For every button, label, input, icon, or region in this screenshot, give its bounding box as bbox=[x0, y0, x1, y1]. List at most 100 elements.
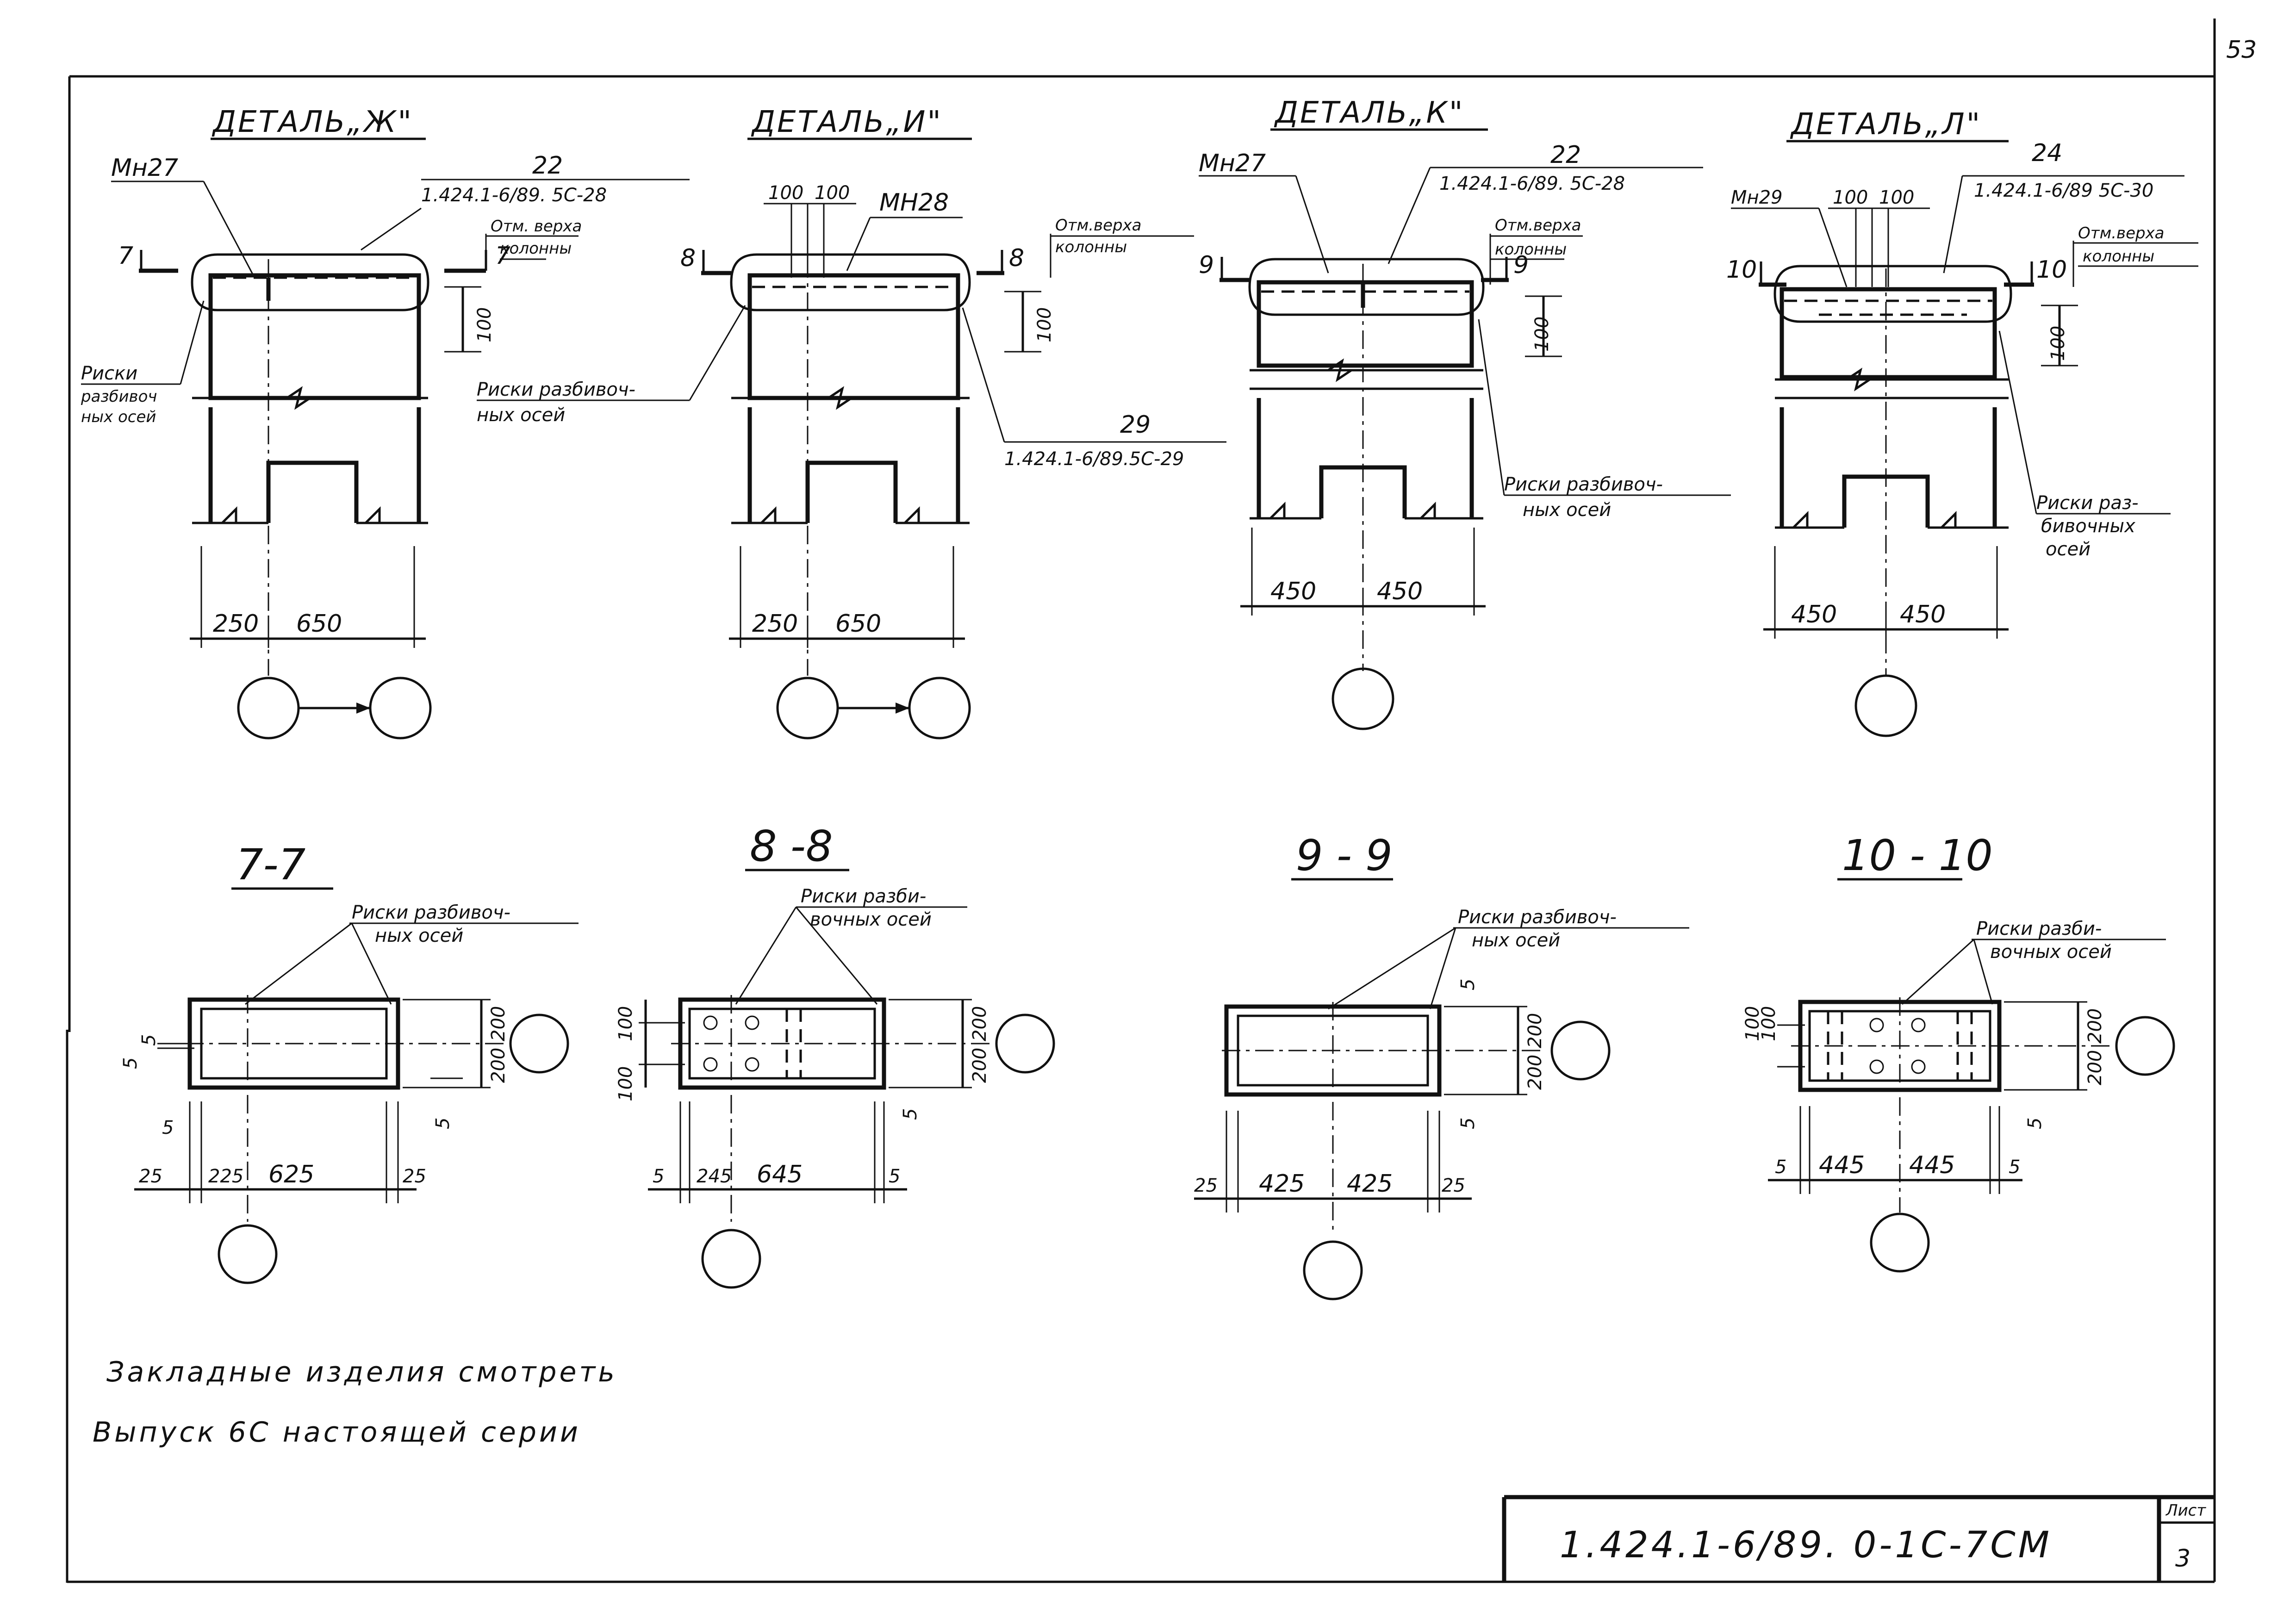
section-7-7: 7-7 Риски разбивоч- ных осей 200 200 5 5… bbox=[120, 840, 579, 1284]
note-line-1: Закладные изделия смотреть bbox=[106, 1356, 617, 1388]
elev-label-1: Отм. верха bbox=[491, 217, 582, 236]
dim-bottom-3: 645 bbox=[757, 1161, 803, 1188]
section-note-1: Риски разбивоч- bbox=[352, 902, 510, 923]
detail-title: ДЕТАЛЬ„К" bbox=[1274, 96, 1464, 130]
cut-mark-right: 10 bbox=[2036, 256, 2067, 284]
ref-code: 1.424.1-6/89. 5С-28 bbox=[1439, 173, 1625, 194]
cut-mark-right: 8 bbox=[1009, 244, 1024, 272]
ref-number: 29 bbox=[1120, 411, 1151, 439]
dim-side-5: 5 bbox=[1457, 1118, 1479, 1129]
axis-note-1: Риски разбивоч- bbox=[1504, 474, 1663, 495]
dim-100: 100 bbox=[2047, 326, 2069, 361]
dim-left-2: 5 bbox=[138, 1034, 160, 1046]
axis-bubble bbox=[776, 677, 839, 740]
elev-label-1: Отм.верха bbox=[1055, 216, 1142, 235]
top-dim-1: 100 bbox=[768, 182, 803, 204]
dim-bottom-1: 250 bbox=[752, 610, 798, 638]
dim-bottom-2: 425 bbox=[1259, 1170, 1305, 1198]
ref-code: 1.424.1-6/89. 5С-28 bbox=[421, 185, 607, 206]
axis-bubble bbox=[2115, 1016, 2175, 1076]
sheet-frame bbox=[66, 19, 2216, 1583]
top-dim-2: 100 bbox=[1879, 187, 1914, 208]
section-title: 10 - 10 bbox=[1842, 831, 1993, 880]
ref-code: 1.424.1-6/89 5С-30 bbox=[1974, 180, 2153, 201]
detail-title: ДЕТАЛЬ„И" bbox=[751, 105, 943, 139]
axis-note-3: осей bbox=[2046, 539, 2091, 560]
section-note-2: ных осей bbox=[1472, 930, 1560, 951]
axis-note-2: ных осей bbox=[477, 404, 565, 426]
dim-100: 100 bbox=[474, 307, 495, 342]
ref-number: 22 bbox=[1550, 141, 1581, 169]
dim-bottom-1: 5 bbox=[1775, 1157, 1786, 1178]
section-note-1: Риски разби- bbox=[1976, 918, 2102, 939]
dim-bottom-2: 650 bbox=[835, 610, 881, 638]
axis-bubble-2 bbox=[1303, 1240, 1363, 1300]
dim-side-5: 5 bbox=[432, 1118, 454, 1129]
section-note-1: Риски разбивоч- bbox=[1458, 907, 1617, 928]
dim-right-1: 200 bbox=[1524, 1013, 1546, 1048]
elev-label-2: колонны bbox=[1055, 238, 1127, 256]
cut-mark-left: 7 bbox=[118, 242, 133, 270]
dim-right-2: 200 bbox=[1524, 1055, 1546, 1090]
ref-code: 1.424.1-6/89.5С-29 bbox=[1004, 448, 1184, 470]
note-line-2: Выпуск 6С настоящей серии bbox=[93, 1416, 581, 1449]
embed-label: Мн27 bbox=[1199, 149, 1266, 177]
dim-bottom-1: 25 bbox=[1194, 1175, 1218, 1196]
detail-zh: ДЕТАЛЬ„Ж" Мн27 22 1.424.1-6/89. 5С-28 От… bbox=[81, 105, 690, 740]
dim-right-1: 200 bbox=[969, 1006, 990, 1041]
axis-bubble bbox=[1854, 674, 1917, 737]
section-10-10: 10 - 10 Риски разби- вочных осей 200 200… bbox=[1742, 831, 2175, 1273]
dim-bottom-2: 650 bbox=[296, 610, 342, 638]
embed-label: Мн29 bbox=[1731, 187, 1783, 208]
axis-note-2: бивочных bbox=[2041, 516, 2135, 537]
dim-bottom-1: 450 bbox=[1270, 578, 1316, 605]
detail-title: ДЕТАЛЬ„Л" bbox=[1790, 107, 1982, 142]
page-number: 53 bbox=[2226, 36, 2257, 64]
dim-bottom-3: 445 bbox=[1909, 1151, 1955, 1179]
dim-bottom-1: 25 bbox=[139, 1166, 162, 1187]
axis-bubble bbox=[509, 1014, 569, 1074]
detail-k: ДЕТАЛЬ„К" Мн27 22 1.424.1-6/89. 5С-28 От… bbox=[1199, 96, 1731, 730]
sheet-label: Лист bbox=[2165, 1501, 2206, 1520]
dim-left-low: 5 bbox=[162, 1117, 174, 1138]
dim-bottom-2: 450 bbox=[1377, 578, 1423, 605]
dim-bottom-1: 250 bbox=[213, 610, 259, 638]
axis-note-1: Риски разбивоч- bbox=[477, 379, 635, 400]
section-note-2: ных осей bbox=[375, 925, 463, 946]
embed-label: Мн27 bbox=[111, 154, 178, 182]
dim-bottom-1: 5 bbox=[653, 1166, 664, 1187]
dim-left-1: 100 bbox=[615, 1006, 636, 1041]
sheet-number: 3 bbox=[2175, 1545, 2190, 1573]
dim-right-2: 200 bbox=[488, 1048, 509, 1083]
elev-label-1: Отм.верха bbox=[1495, 216, 1581, 235]
section-note-2: вочных осей bbox=[810, 909, 932, 930]
top-dim-1: 100 bbox=[1833, 187, 1868, 208]
dim-bottom-2: 225 bbox=[208, 1166, 243, 1187]
dim-side-5: 5 bbox=[2024, 1118, 2046, 1129]
axis-bubble bbox=[995, 1014, 1055, 1074]
cut-mark-left: 8 bbox=[680, 244, 696, 272]
axis-bubble-2 bbox=[1870, 1213, 1930, 1273]
top-dim-2: 100 bbox=[815, 182, 850, 204]
elev-label-1: Отм.верха bbox=[2078, 224, 2165, 243]
cut-mark-right: 9 bbox=[1513, 251, 1529, 279]
section-note-1: Риски разби- bbox=[801, 886, 926, 907]
ref-number: 22 bbox=[532, 152, 563, 180]
dim-right-1: 200 bbox=[488, 1006, 509, 1041]
section-title: 8 -8 bbox=[750, 821, 833, 871]
dim-left-2: 100 bbox=[1758, 1006, 1780, 1041]
stamp-code: 1.424.1-6/89. 0-1С-7СМ bbox=[1560, 1524, 2052, 1566]
axis-note-1: Риски bbox=[81, 363, 137, 384]
detail-l: ДЕТАЛЬ„Л" Мн29 100 100 24 1.424.1-6/89 5… bbox=[1726, 107, 2198, 737]
dim-bottom-2: 445 bbox=[1819, 1151, 1865, 1179]
dim-100: 100 bbox=[1531, 317, 1553, 352]
dim-bottom-4: 25 bbox=[1442, 1175, 1465, 1196]
ref-number: 24 bbox=[2032, 139, 2062, 167]
axis-note-2: разбивоч bbox=[81, 387, 157, 406]
cut-mark-right: 7 bbox=[495, 242, 510, 270]
dim-100: 100 bbox=[1034, 307, 1055, 342]
dim-left-1: 100 bbox=[1742, 1006, 1763, 1041]
axis-bubble bbox=[1332, 667, 1394, 730]
axis-bubble-2 bbox=[369, 677, 432, 740]
